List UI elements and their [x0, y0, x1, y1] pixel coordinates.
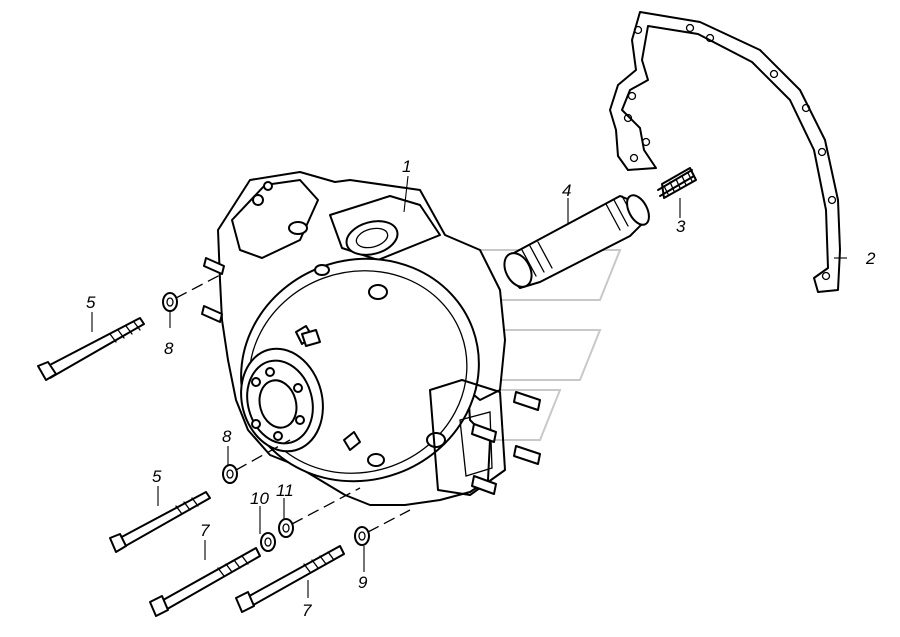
callout-1: 1 — [402, 157, 411, 176]
shaft-part — [503, 194, 650, 289]
callout-4: 4 — [562, 181, 571, 200]
housing-part — [201, 171, 541, 506]
callout-7-right: 7 — [302, 601, 312, 620]
leader-lines — [91, 175, 847, 598]
callout-10: 10 — [250, 489, 269, 508]
callout-labels: 1 2 3 4 5 5 7 7 8 8 9 10 11 — [86, 157, 876, 620]
callout-5-lower: 5 — [152, 467, 162, 486]
gasket-part — [609, 11, 841, 293]
callout-2: 2 — [865, 249, 876, 268]
callout-7-left: 7 — [200, 521, 210, 540]
studs — [201, 257, 541, 495]
bolt-5-upper — [37, 317, 145, 381]
bolt-7-left — [149, 547, 261, 617]
callout-8-lower: 8 — [222, 427, 232, 446]
assembly-lines — [175, 273, 411, 533]
callout-9: 9 — [358, 573, 368, 592]
callout-11: 11 — [276, 481, 294, 500]
spring-part — [657, 167, 697, 199]
bolt-7-right — [235, 545, 345, 613]
callout-5-upper: 5 — [86, 293, 96, 312]
bolt-5-lower — [109, 491, 211, 553]
washers — [162, 292, 370, 552]
callout-3: 3 — [676, 217, 686, 236]
callout-8-upper: 8 — [164, 339, 174, 358]
